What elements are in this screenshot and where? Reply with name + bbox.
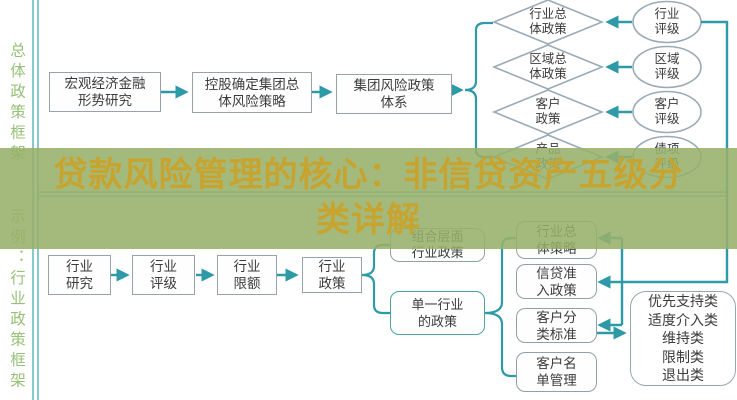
policy-brace-connector	[484, 236, 516, 378]
classification-item: 优先支持类	[648, 293, 718, 310]
group-policy-system-box: 集团风险政策 体系	[336, 74, 452, 114]
classification-item: 限制类	[662, 348, 704, 365]
customer-rating-ellipse-label: 客户 评级	[654, 96, 680, 127]
customer-list-management-box: 客户名 单管理	[516, 352, 597, 392]
rating-to-policy-arrows	[605, 15, 632, 164]
sidebar-top-label: 总体政策框架	[8, 42, 25, 165]
customer-classification-standard-box: 客户分 类标准	[516, 308, 597, 343]
product-policy-diamond-label: 产品 政策	[535, 141, 561, 172]
region-rating-ellipse-label: 区域 评级	[654, 51, 680, 82]
industry-policy-diamond-label: 行业总 体政策	[529, 6, 567, 37]
industry-research-box: 行业 研究	[48, 255, 111, 295]
top-flow-arrows	[161, 83, 464, 99]
macro-research-box: 宏观经济金融 形势研究	[49, 72, 161, 112]
section-divider-line	[38, 191, 728, 197]
classification-item: 适度介入类	[648, 311, 718, 328]
level-brace-connector	[361, 243, 390, 315]
industry-limit-box: 行业 限额	[217, 255, 277, 295]
portfolio-level-policy-box: 组合层面 行业政策	[390, 228, 485, 262]
classification-item: 维持类	[662, 330, 704, 347]
industry-overall-strategy-box: 行业总 体策略	[516, 221, 597, 259]
customer-policy-diamond-label: 客户 政策	[535, 96, 561, 127]
sidebar-bottom-label: 示例：行业政策框架	[8, 208, 25, 393]
debt-rating-ellipse-label: 债项 评级	[654, 141, 680, 172]
industry-policy-box: 行业 政策	[302, 257, 362, 293]
industry-rating-ellipse-label: 行业 评级	[654, 6, 680, 37]
credit-access-policy-box: 信贷准 入政策	[516, 264, 597, 299]
group-risk-strategy-box: 控股确定集团总 体风险策略	[192, 72, 312, 113]
single-industry-policy-box: 单一行业 的政策	[390, 291, 485, 335]
classification-item: 退出类	[662, 367, 704, 384]
industry-rating-box: 行业 评级	[132, 255, 195, 295]
top-brace-connector	[464, 21, 493, 159]
left-frame-double-line	[32, 0, 39, 400]
region-policy-diamond-label: 区域总 体政策	[529, 51, 567, 82]
classification-list-box: 优先支持类 适度介入类 维持类 限制类 退出类	[630, 291, 736, 386]
